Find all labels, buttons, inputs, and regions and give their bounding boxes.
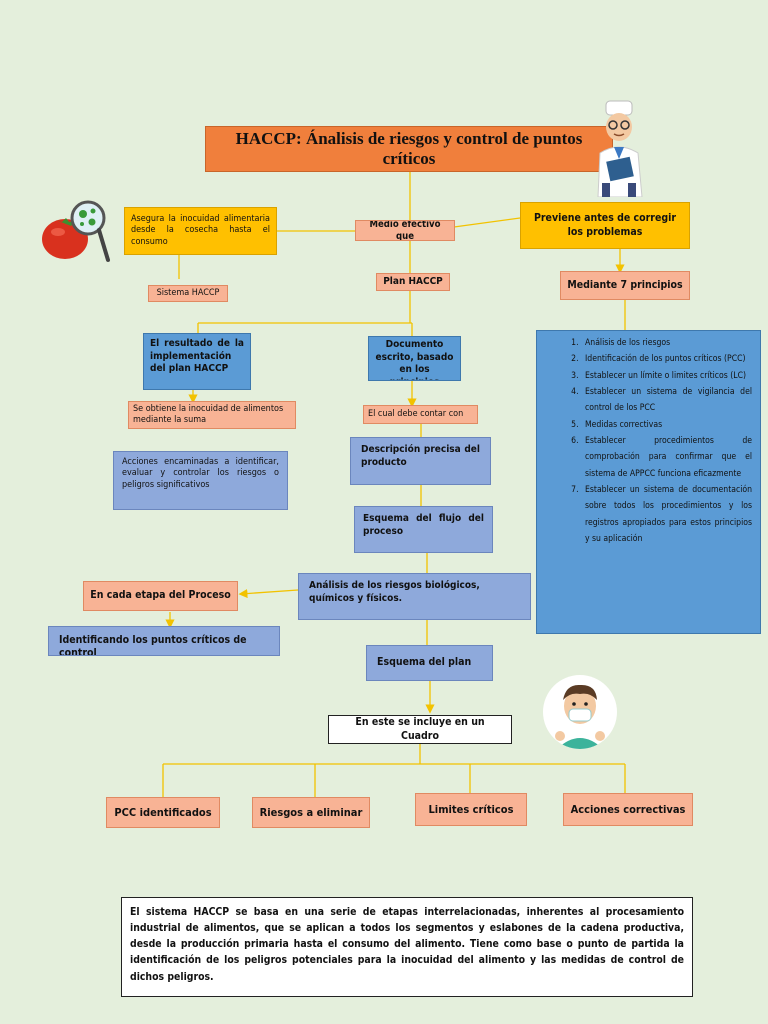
box-plan-haccp: Plan HACCP <box>376 273 450 291</box>
box-previene: Previene antes de corregir los problemas <box>520 202 690 249</box>
box-esquema-plan: Esquema del plan <box>366 645 493 681</box>
principle-item: Establecer un sistema de vigilancia del … <box>581 384 752 417</box>
principle-item: Establecer un sistema de documentación s… <box>581 482 752 547</box>
box-limites-criticos: Limites críticos <box>415 793 527 826</box>
box-se-obtiene: Se obtiene la inocuidad de alimentos med… <box>128 401 296 429</box>
diagram-title: HACCP: Ánalisis de riesgos y control de … <box>205 126 613 172</box>
box-cada-etapa: En cada etapa del Proceso <box>83 581 238 611</box>
principle-item: Establecer procedimientos de comprobació… <box>581 433 752 482</box>
tomato-magnifier-icon <box>42 200 110 262</box>
box-descripcion-producto: Descripción precisa del producto <box>350 437 491 485</box>
box-documento-escrito: Documento escrito, basado en los princip… <box>368 336 461 381</box>
principle-item: Establecer un límite o limites críticos … <box>581 368 752 384</box>
box-sistema-haccp: Sistema HACCP <box>148 285 228 302</box>
box-analisis-riesgos: Análisis de los riesgos biológicos, quím… <box>298 573 531 620</box>
box-pcc-identificados: PCC identificados <box>106 797 220 828</box>
box-acciones-correctivas: Acciones correctivas <box>563 793 693 826</box>
principle-item: Medidas correctivas <box>581 417 752 433</box>
box-riesgos-eliminar: Riesgos a eliminar <box>252 797 370 828</box>
box-esquema-flujo: Esquema del flujo del proceso <box>354 506 493 553</box>
principle-item: Identificación de los puntos críticos (P… <box>581 351 752 367</box>
principles-list: Análisis de los riesgosIdentificación de… <box>536 330 761 634</box>
footer-description: El sistema HACCP se basa en una serie de… <box>121 897 693 997</box>
box-medio-efectivo: Medio efectivo que <box>355 220 455 241</box>
principle-item: Análisis de los riesgos <box>581 335 752 351</box>
box-en-este-cuadro: En este se incluye en un Cuadro <box>328 715 512 744</box>
principles-items: Análisis de los riesgosIdentificación de… <box>537 335 752 547</box>
box-resultado: El resultado de la implementación del pl… <box>143 333 251 390</box>
box-asegura: Asegura la inocuidad alimentaria desde l… <box>124 207 277 255</box>
scientist-icon <box>597 100 643 197</box>
box-acciones-encaminadas: Acciones encaminadas a identificar, eval… <box>113 451 288 510</box>
box-identificando-puntos: Identificando los puntos críticos de con… <box>48 626 280 656</box>
masked-person-icon <box>543 675 617 749</box>
box-el-cual: El cual debe contar con <box>363 405 478 424</box>
box-mediante-principios: Mediante 7 principios <box>560 271 690 300</box>
